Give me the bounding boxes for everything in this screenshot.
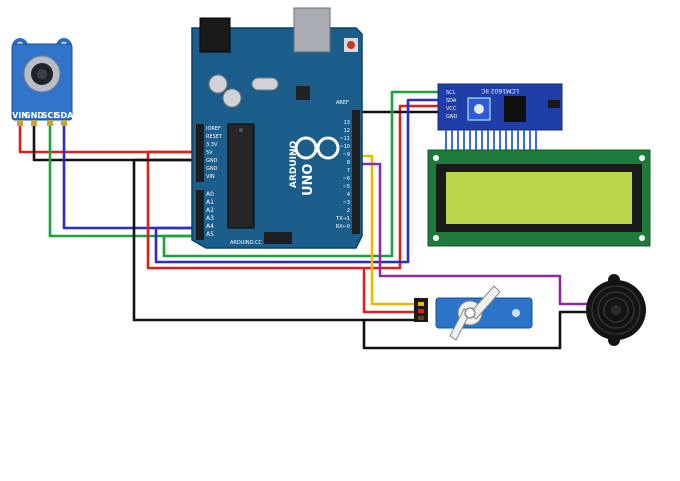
arduino-uno-board: ARDUINO UNO ARDUINO.CC IOREF RESET 3.3V … [191,7,363,249]
sensor-pin-gnd: GND [24,111,44,120]
lcd-backpack-pin-labels: SCL SDA VCC GND [446,90,458,120]
temperature-sensor-icon [23,55,61,93]
svg-text:~5: ~5 [343,184,350,190]
sensor-pin-scl: SCL [42,111,59,120]
svg-text:13: 13 [344,120,350,126]
svg-text:GND: GND [446,114,458,120]
sensor-pin-vin: VIN [12,111,28,120]
power-pin-labels: IOREF RESET 3.3V 5V GND GND VIN [206,126,223,180]
svg-text:TX→1: TX→1 [335,216,350,222]
svg-text:RX←0: RX←0 [336,224,350,230]
svg-text:2: 2 [347,208,350,214]
svg-text:~9: ~9 [343,152,350,158]
svg-text:VIN: VIN [206,174,215,180]
arduino-logo: ARDUINO UNO [289,136,340,197]
svg-text:4: 4 [347,192,350,198]
wire-lcd-sda [154,98,440,264]
atmega-chip [227,123,255,229]
lcd-i2c-backpack: LCM1602 IIC SCL SDA VCC GND [437,83,563,152]
svg-text:A3: A3 [206,215,214,222]
temperature-sensor: VIN GND SCL SDA [11,38,74,126]
svg-text:3.3V: 3.3V [206,142,218,148]
svg-text:IOREF: IOREF [206,126,221,132]
svg-text:~11: ~11 [339,136,350,142]
wire-gnd-bus [132,158,416,322]
wire-buzzer-signal [352,162,590,306]
arduino-site-label: ARDUINO.CC [230,240,262,246]
servo-icon [435,285,533,341]
usb-port [293,7,331,53]
svg-text:A0: A0 [206,191,214,198]
wire-sensor-sda [62,122,200,230]
svg-text:A1: A1 [206,199,214,206]
wire-lcd-scl [162,90,440,258]
svg-text:A4: A4 [206,223,214,230]
svg-text:SCL: SCL [446,90,456,96]
svg-text:5V: 5V [206,150,213,156]
arduino-brand-label: ARDUINO [289,140,299,188]
analog-pin-labels: A0 A1 A2 A3 A4 A5 [206,191,214,238]
sensor-pin-sda: SDA [55,111,74,120]
sensor-pin-labels: VIN GND SCL SDA [12,111,74,120]
svg-text:VCC: VCC [446,106,457,112]
power-jack [199,17,231,53]
wire-gnd-buzzer [362,310,590,350]
wire-sensor-scl [48,122,200,238]
svg-text:12: 12 [344,128,350,134]
buzzer [586,274,646,346]
wire-sensor-gnd [32,122,200,162]
arduino-model-label: UNO [301,164,316,197]
lcd-screen [446,172,632,224]
svg-text:GND: GND [206,158,218,164]
svg-text:SDA: SDA [446,98,457,104]
svg-text:~10: ~10 [339,144,350,150]
wire-5v-servo [362,268,416,314]
svg-text:~3: ~3 [343,200,350,206]
buzzer-icon [586,274,646,346]
svg-text:A2: A2 [206,207,214,214]
servo-motor [414,285,533,341]
wire-5v-bus [146,104,440,270]
svg-text:A5: A5 [206,231,214,238]
wire-sensor-vin [18,122,200,154]
digital-pin-labels: 13 12 ~11 ~10 ~9 8 7 ~6 ~5 4 ~3 2 TX→1 R… [335,120,350,230]
lcd-header-pins [445,130,537,152]
svg-text:7: 7 [347,168,350,174]
lcd-backpack-title: LCM1602 IIC [481,87,519,94]
lcd-1602-display [427,149,651,247]
aref-label: AREF [336,100,349,106]
svg-text:RESET: RESET [206,134,223,140]
svg-text:~6: ~6 [343,176,350,182]
svg-text:8: 8 [347,160,350,166]
svg-text:GND: GND [206,166,218,172]
